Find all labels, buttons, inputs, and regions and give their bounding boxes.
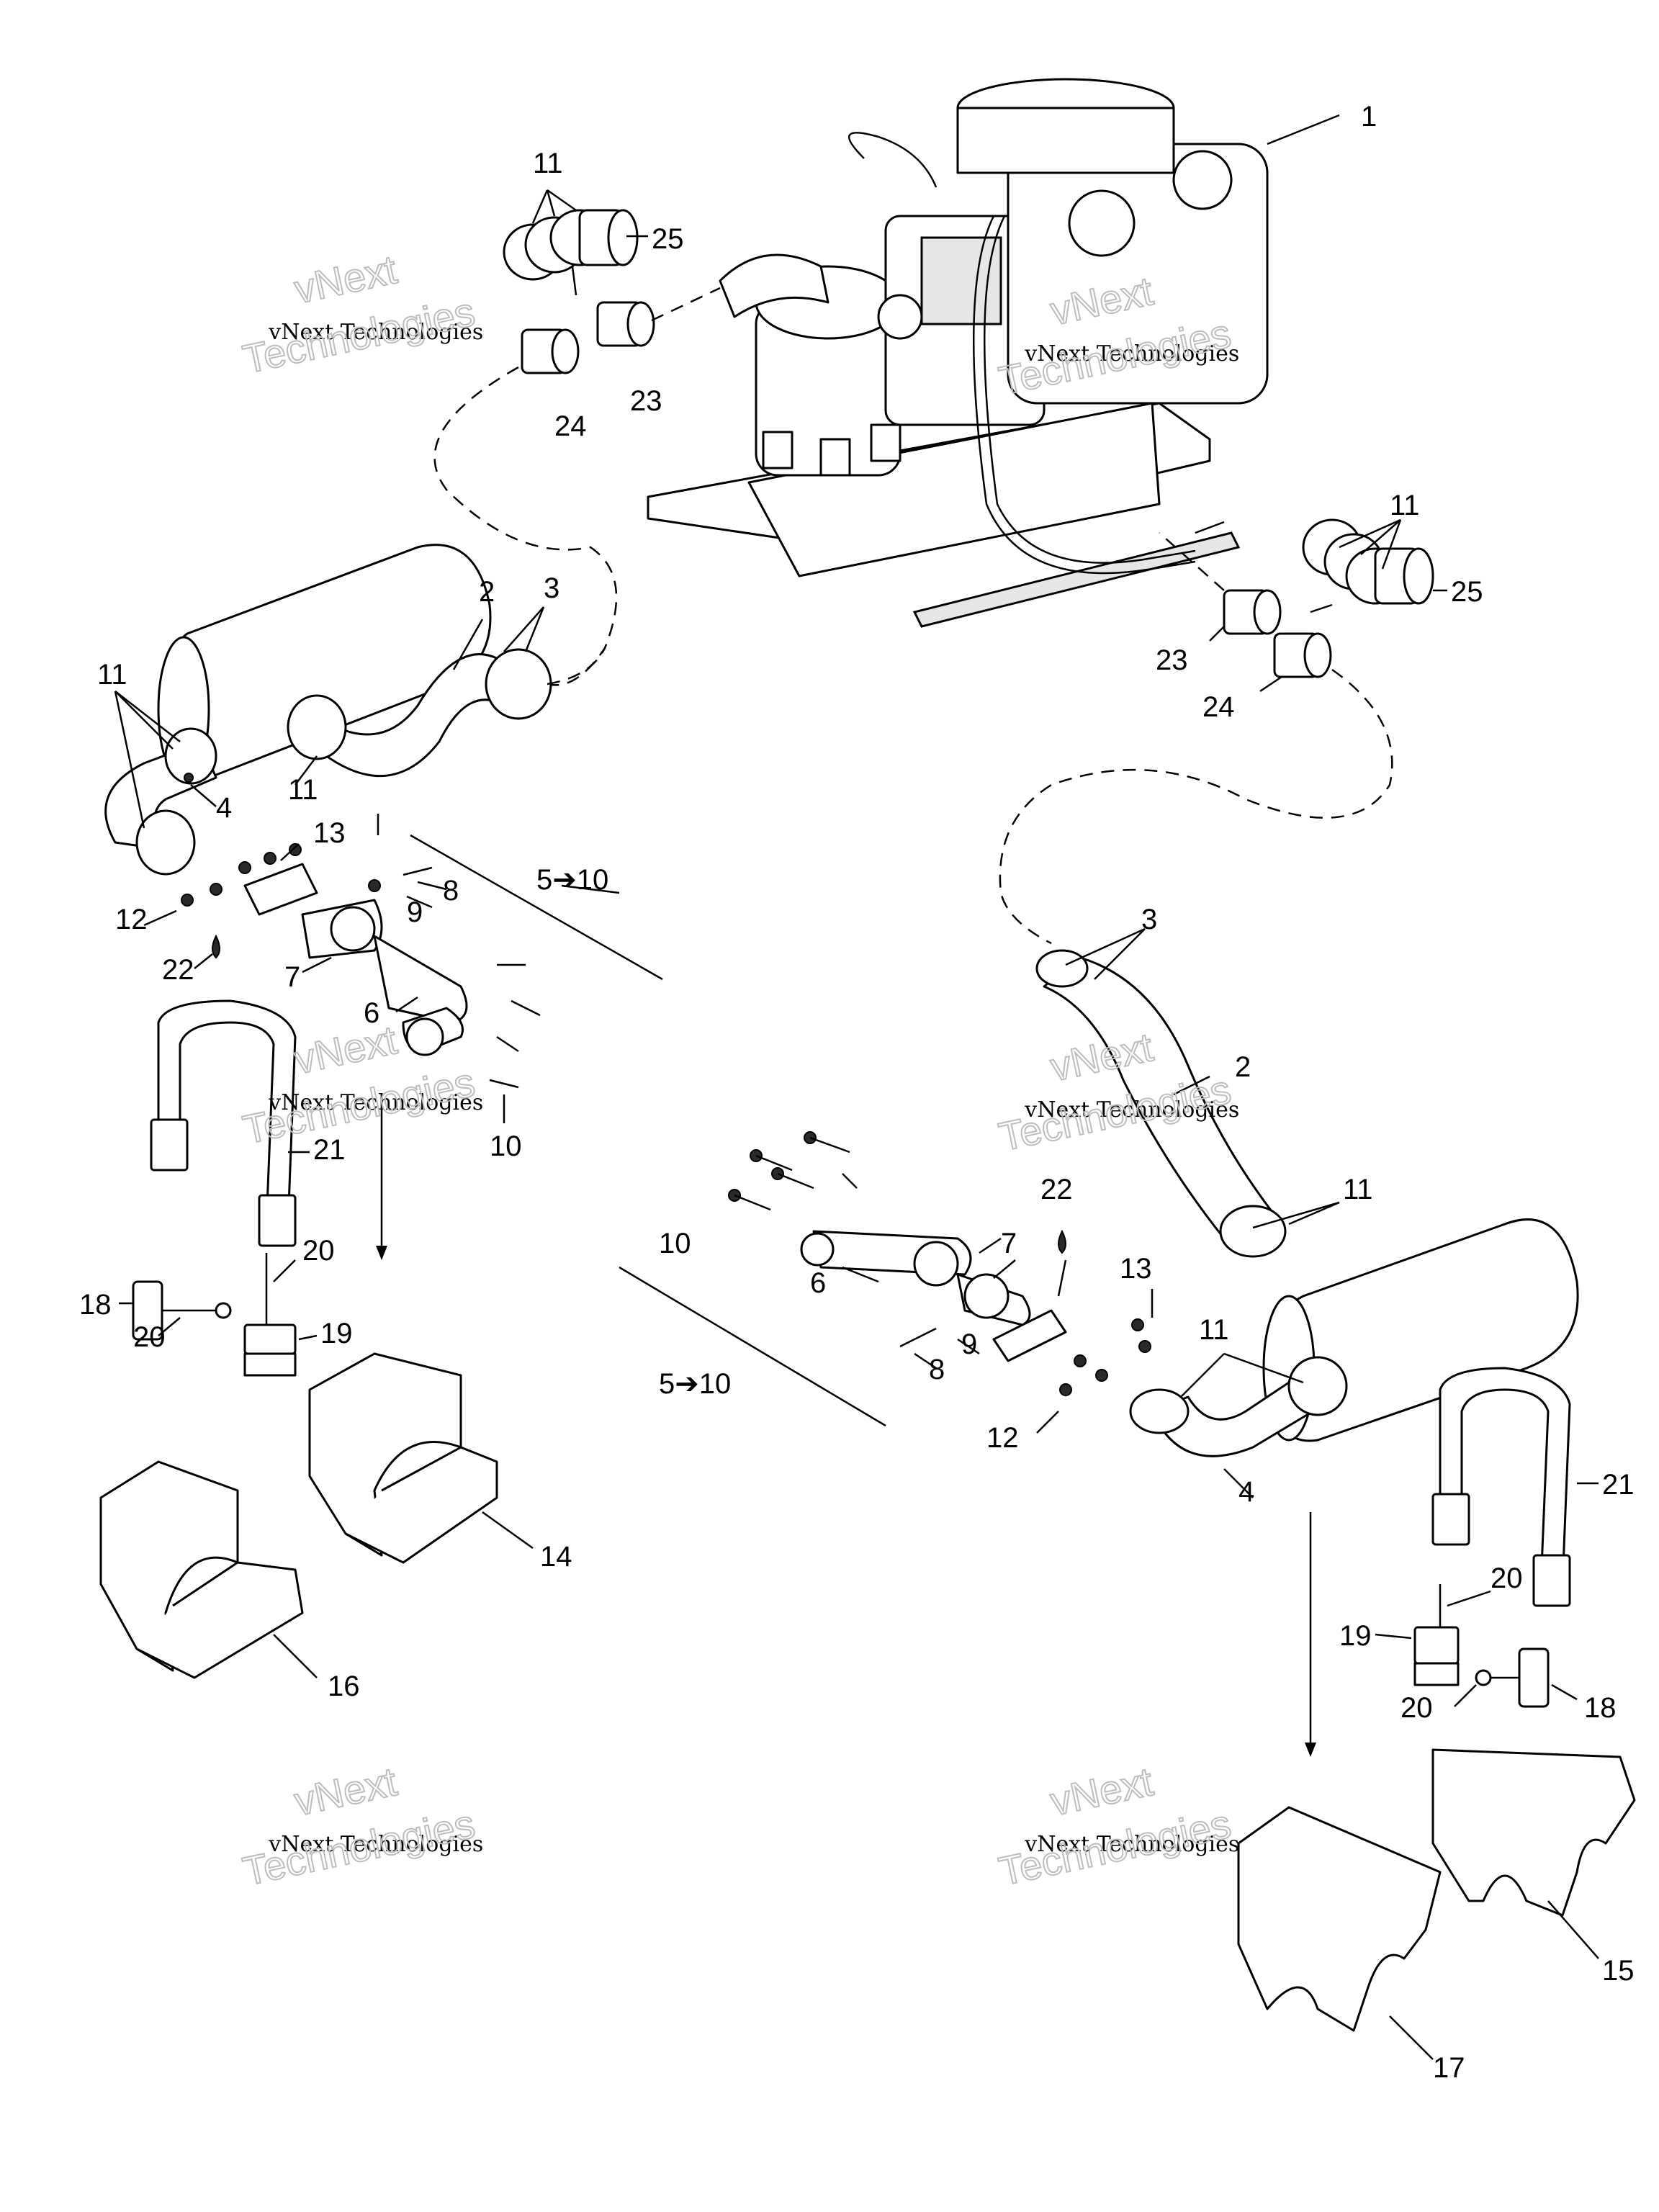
callout-2: 2 — [479, 576, 495, 608]
watermark-large-line1: vNext — [290, 1017, 401, 1082]
callout-9: 9 — [961, 1328, 977, 1360]
callout-13: 13 — [1120, 1253, 1152, 1285]
callout-labels: 1 11 25 23 24 2 3 11 11 4 13 8 5➔10 9 12… — [79, 101, 1635, 2084]
callout-19: 19 — [1339, 1620, 1372, 1652]
callout-11: 11 — [1343, 1174, 1373, 1205]
watermark-large-line2: Technologies — [239, 1801, 479, 1894]
watermark-large-line1: vNext — [290, 246, 401, 312]
watermark-1: vNext vNext Technologies Technologies — [238, 246, 483, 382]
watermark-small: vNext Technologies — [268, 1090, 483, 1115]
engine-assembly — [647, 78, 1340, 628]
callout-8: 8 — [443, 875, 459, 907]
callout-4: 4 — [1238, 1476, 1254, 1508]
callout-7: 7 — [1001, 1228, 1017, 1259]
callout-6: 6 — [810, 1267, 826, 1299]
callout-20: 20 — [1401, 1692, 1433, 1724]
callout-3: 3 — [544, 572, 559, 604]
callout-23: 23 — [1156, 644, 1188, 676]
callout-11: 11 — [288, 774, 318, 806]
left-muffler-assembly — [104, 544, 606, 876]
callout-20: 20 — [302, 1235, 335, 1267]
callout-23: 23 — [630, 385, 662, 417]
callout-5-to-10: 5➔10 — [659, 1368, 731, 1400]
callout-13: 13 — [313, 817, 346, 849]
callout-2: 2 — [1235, 1051, 1251, 1083]
watermark-large-line1: vNext — [290, 1758, 401, 1824]
sleeve-24-upper-left — [521, 328, 580, 374]
callout-20: 20 — [1491, 1563, 1523, 1594]
callout-14: 14 — [540, 1541, 572, 1573]
callout-12: 12 — [115, 904, 148, 935]
callout-24: 24 — [1202, 691, 1235, 723]
callout-21: 21 — [1602, 1469, 1635, 1501]
callout-11: 11 — [1390, 490, 1420, 521]
callout-19: 19 — [320, 1318, 353, 1349]
upper-left-clamps-and-sleeves — [433, 189, 721, 686]
callout-11: 11 — [533, 148, 563, 179]
sleeve-23-upper-left — [596, 301, 655, 347]
callout-3: 3 — [1141, 904, 1157, 935]
watermark-6: vNext vNext Technologies Technologies — [994, 1758, 1239, 1894]
callout-22: 22 — [1040, 1174, 1073, 1205]
callout-12: 12 — [986, 1422, 1019, 1454]
callout-5-to-10: 5➔10 — [536, 864, 608, 896]
callout-25: 25 — [652, 223, 684, 255]
watermark-5: vNext vNext Technologies Technologies — [238, 1758, 483, 1894]
callout-24: 24 — [554, 410, 587, 442]
callout-18: 18 — [1584, 1692, 1617, 1724]
callout-4: 4 — [216, 792, 232, 824]
watermark-small: vNext Technologies — [268, 320, 483, 345]
callout-21: 21 — [313, 1134, 346, 1166]
callout-20: 20 — [133, 1321, 166, 1353]
callout-10: 10 — [490, 1130, 522, 1162]
left-foam-blocks — [99, 1352, 534, 1679]
right-mounting-hardware — [1305, 1367, 1599, 1757]
right-foam-blocks — [1237, 1748, 1636, 2060]
callout-1: 1 — [1361, 101, 1377, 132]
callout-11: 11 — [1199, 1314, 1229, 1346]
callout-18: 18 — [79, 1289, 112, 1321]
callout-22: 22 — [162, 954, 194, 986]
left-mounting-hardware — [119, 999, 387, 1377]
callout-9: 9 — [407, 896, 423, 928]
callout-10: 10 — [659, 1228, 691, 1259]
callout-6: 6 — [364, 997, 379, 1029]
right-tailpipe-kit — [619, 1131, 1154, 1434]
right-clamps-and-sleeves — [999, 518, 1447, 945]
callout-25: 25 — [1451, 576, 1483, 608]
right-muffler-assembly — [1035, 927, 1579, 1498]
watermark-small: vNext Technologies — [268, 1832, 483, 1857]
watermark-small: vNext Technologies — [1024, 1832, 1239, 1857]
clamp-group-11-upper-left — [503, 209, 639, 281]
watermark-large-line1: vNext — [1046, 1758, 1157, 1824]
callout-11: 11 — [97, 659, 127, 691]
callout-16: 16 — [328, 1671, 360, 1702]
left-tailpipe-kit — [143, 834, 663, 1123]
watermark-small: vNext Technologies — [1024, 1097, 1239, 1123]
callout-7: 7 — [284, 961, 300, 993]
watermark-large-line2: Technologies — [995, 1801, 1235, 1894]
callout-8: 8 — [929, 1354, 945, 1385]
watermark-large-line2: Technologies — [239, 289, 479, 382]
callout-15: 15 — [1602, 1955, 1635, 1987]
callout-17: 17 — [1433, 2052, 1465, 2084]
watermark-small: vNext Technologies — [1024, 341, 1239, 367]
